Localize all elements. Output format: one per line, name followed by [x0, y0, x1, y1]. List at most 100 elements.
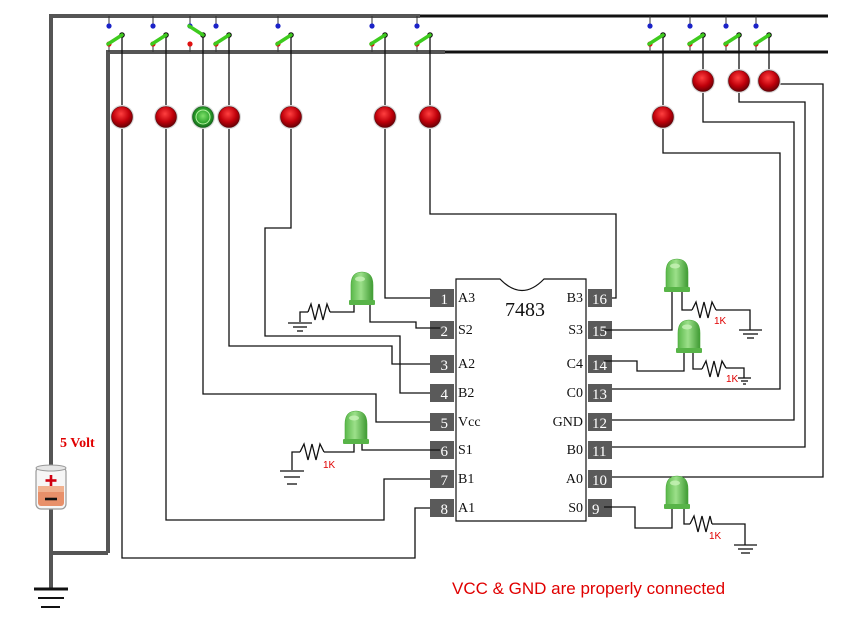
toggle-switch-3[interactable]: [187, 16, 206, 52]
indicator-lamp-8: [651, 105, 675, 129]
pin-3: 3 A2: [430, 355, 475, 374]
switch-lever[interactable]: [753, 33, 771, 46]
switch-lever[interactable]: [213, 33, 231, 46]
toggle-switch-1[interactable]: [106, 16, 125, 52]
indicator-lamp-10: [727, 69, 751, 93]
svg-text:A2: A2: [458, 357, 475, 372]
switch-high-contact: [647, 23, 653, 29]
vcc-rail: [49, 14, 420, 553]
switch-lever[interactable]: [187, 24, 205, 37]
pin-12: 12 GND: [553, 413, 612, 432]
indicator-lamp-3: [191, 105, 215, 129]
switch-group: [106, 16, 772, 52]
switch-lever[interactable]: [687, 33, 705, 46]
output-wires: [291, 291, 751, 545]
output-led-S1: [343, 410, 369, 444]
toggle-switch-11[interactable]: [753, 16, 772, 52]
svg-text:2: 2: [441, 324, 449, 340]
svg-text:A1: A1: [458, 501, 475, 516]
resistor-s3: [691, 300, 717, 319]
indicator-lamp-9: [691, 69, 715, 93]
switch-lever[interactable]: [723, 33, 741, 46]
toggle-switch-7[interactable]: [414, 16, 433, 52]
svg-text:B1: B1: [458, 472, 474, 487]
svg-text:12: 12: [592, 416, 607, 432]
battery-icon: [35, 464, 67, 510]
switch-high-contact: [753, 23, 759, 29]
svg-text:B0: B0: [567, 443, 583, 458]
pin-9: 9 S0: [568, 499, 612, 518]
switch-lever[interactable]: [150, 33, 168, 46]
svg-text:S2: S2: [458, 323, 473, 338]
pin-1: 1 A3: [430, 289, 475, 308]
svg-text:11: 11: [592, 444, 606, 460]
svg-text:S0: S0: [568, 501, 583, 516]
svg-text:C0: C0: [567, 386, 583, 401]
toggle-switch-2[interactable]: [150, 16, 169, 52]
resistor-c4: [701, 359, 727, 378]
svg-text:1: 1: [441, 292, 449, 308]
switch-lever[interactable]: [275, 33, 293, 46]
resistor-s3-label: 1K: [714, 316, 727, 327]
svg-text:13: 13: [592, 387, 607, 403]
indicator-lamp-7: [418, 105, 442, 129]
switch-high-contact: [369, 23, 375, 29]
svg-text:S3: S3: [568, 323, 583, 338]
pin-15: 15 S3: [568, 321, 612, 340]
switch-low-contact: [187, 41, 193, 47]
svg-text:A3: A3: [458, 291, 475, 306]
indicator-lamp-1: [110, 105, 134, 129]
svg-text:C4: C4: [567, 357, 583, 372]
ic-7483: 7483: [455, 278, 587, 522]
svg-text:3: 3: [441, 358, 449, 374]
chip-body: [455, 278, 587, 522]
svg-text:15: 15: [592, 324, 607, 340]
switch-high-contact: [275, 23, 281, 29]
toggle-switch-9[interactable]: [687, 16, 706, 52]
svg-text:5: 5: [441, 416, 449, 432]
switch-lever[interactable]: [647, 33, 665, 46]
switch-high-contact: [414, 23, 420, 29]
ground-icon-s3: [739, 329, 762, 339]
chip-part-number: 7483: [505, 299, 545, 321]
indicator-lamp-2: [154, 105, 178, 129]
pin-14: 14 C4: [567, 355, 612, 374]
resistor-s0-label: 1K: [709, 531, 722, 542]
gnd-rail: [106, 50, 445, 553]
resistor-c4-label: 1K: [726, 374, 739, 385]
switch-lever[interactable]: [414, 33, 432, 46]
svg-text:6: 6: [441, 444, 449, 460]
output-led-C4: [676, 319, 702, 353]
output-led-group: [343, 258, 702, 509]
ground-icon-c4: [738, 377, 751, 385]
pin-2: 2 S2: [430, 321, 473, 340]
indicator-group: [110, 69, 781, 129]
indicator-lamp-5: [279, 105, 303, 129]
svg-text:9: 9: [592, 502, 600, 518]
switch-high-contact: [213, 23, 219, 29]
switch-lever[interactable]: [106, 33, 124, 46]
switch-lever[interactable]: [369, 33, 387, 46]
toggle-switch-10[interactable]: [723, 16, 742, 52]
indicator-lamp-6: [373, 105, 397, 129]
resistor-s1: [299, 442, 325, 461]
status-message: VCC & GND are properly connected: [452, 579, 725, 598]
toggle-switch-5[interactable]: [275, 16, 294, 52]
svg-text:B2: B2: [458, 386, 474, 401]
toggle-switch-6[interactable]: [369, 16, 388, 52]
output-led-S2: [349, 271, 375, 305]
toggle-switch-8[interactable]: [647, 16, 666, 52]
toggle-switch-4[interactable]: [213, 16, 232, 52]
voltage-label: 5 Volt: [60, 436, 95, 451]
switch-high-contact: [150, 23, 156, 29]
resistor-s0: [689, 514, 713, 533]
svg-text:14: 14: [592, 358, 608, 374]
ground-icon-s2: [288, 322, 312, 332]
svg-text:GND: GND: [553, 415, 583, 430]
